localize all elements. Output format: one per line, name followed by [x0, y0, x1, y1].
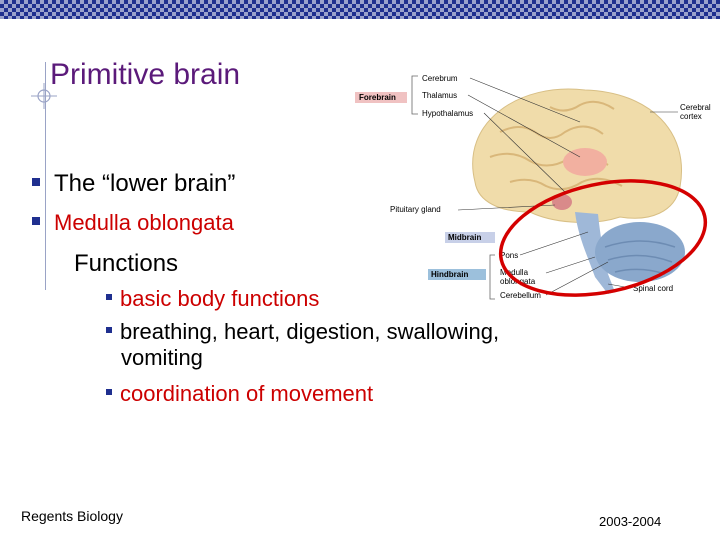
label-hindbrain: Hindbrain	[431, 270, 468, 279]
label-cerebral-cortex-1: Cerebral	[680, 103, 711, 112]
label-medulla-1: Medulla	[500, 268, 529, 277]
slide-title: Primitive brain	[50, 58, 241, 91]
label-spinal-cord: Spinal cord	[633, 284, 673, 293]
highlight-circle	[498, 179, 708, 297]
function-item-coordination: coordination of movement	[106, 382, 373, 406]
label-forebrain: Forebrain	[359, 93, 396, 102]
bullet-icon	[106, 327, 112, 334]
label-pituitary: Pituitary gland	[390, 205, 441, 214]
footer-right: 2003-2004	[599, 514, 662, 529]
label-pons: Pons	[500, 251, 518, 260]
subheading-functions: Functions	[74, 250, 179, 277]
top-checker-bar	[0, 0, 720, 19]
brain-diagram: Forebrain Midbrain Hindbrain Cerebrum Th…	[350, 62, 720, 312]
bullet-medulla: Medulla oblongata	[32, 210, 234, 236]
label-hypothalamus: Hypothalamus	[422, 109, 473, 118]
function-item-breathing-cont: vomiting	[121, 345, 203, 370]
thalamus-shape	[563, 148, 607, 176]
cerebellum-shape	[595, 222, 685, 282]
bullet-icon	[32, 217, 40, 226]
label-cerebrum: Cerebrum	[422, 74, 458, 83]
label-cerebral-cortex-2: cortex	[680, 112, 702, 121]
bullet-icon	[106, 389, 112, 396]
label-thalamus: Thalamus	[422, 91, 457, 100]
crosshair-icon	[31, 83, 57, 109]
function-item-basic: basic body functions	[106, 287, 319, 311]
bullet-icon	[106, 294, 112, 301]
brainstem-shape	[575, 212, 615, 294]
bullet-icon	[32, 177, 40, 186]
function-item-breathing: breathing, heart, digestion, swallowing,	[106, 320, 499, 344]
footer-left: Regents Biology	[21, 508, 123, 524]
bullet-lower-brain: The “lower brain”	[32, 170, 235, 198]
label-midbrain: Midbrain	[448, 233, 481, 242]
guide-line	[45, 62, 46, 290]
label-cerebellum: Cerebellum	[500, 291, 541, 300]
